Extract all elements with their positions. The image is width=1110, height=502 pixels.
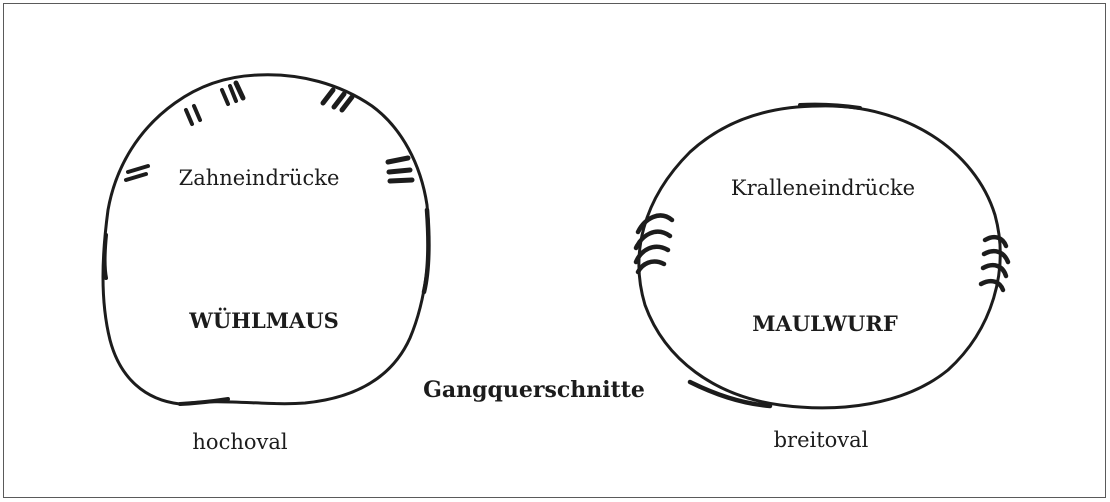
right-marks-label: Kralleneindrücke <box>731 178 915 199</box>
wuehlmaus-cross-section <box>103 75 429 404</box>
left-marks-label: Zahneindrücke <box>179 168 340 189</box>
maulwurf-cross-section <box>636 105 1008 408</box>
wuehlmaus-outline <box>103 75 429 404</box>
right-shape-label: breitoval <box>774 430 869 451</box>
claw-marks-right <box>981 237 1008 290</box>
left-shape-label: hochoval <box>192 432 287 453</box>
right-animal-name: MAULWURF <box>752 313 897 334</box>
diagram-title: Gangquerschnitte <box>423 379 645 401</box>
left-animal-name: WÜHLMAUS <box>189 310 339 331</box>
maulwurf-outline <box>639 106 1000 408</box>
